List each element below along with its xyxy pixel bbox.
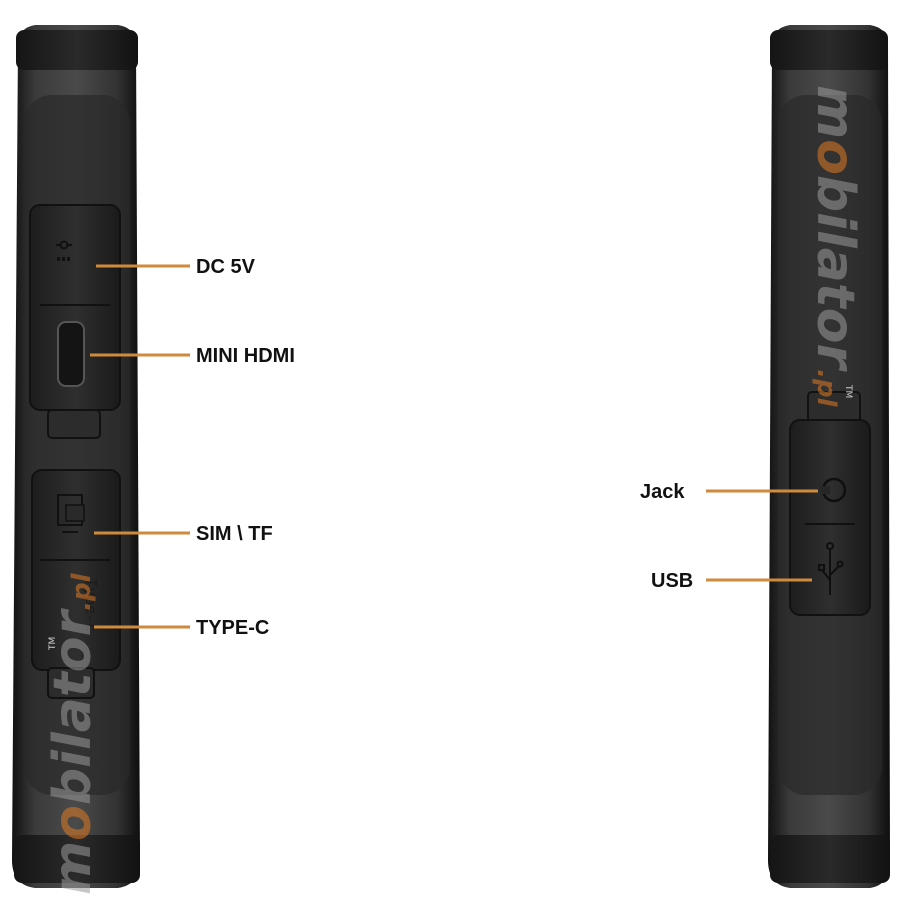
sim-card-icon [57,494,85,533]
right-top-band [770,30,888,70]
right-port-cover [789,419,871,616]
svg-text:mobilator.pl: mobilator.pl [805,85,865,408]
right-bottom-band [770,835,890,883]
label-usb: USB [651,570,693,592]
dc-port-icon [56,240,72,261]
typec-port-mark: Type-c [82,578,100,632]
mini-hdmi-port [57,321,85,387]
left-top-band [16,30,138,70]
right-device: mobilator.pl TM [768,25,890,888]
label-dc-5v: DC 5V [196,256,256,278]
left-device: Type-c mobilator.pl TM [12,25,140,895]
label-sim-tf: SIM \ TF [196,523,273,545]
headphone-jack-icon [820,477,847,503]
trademark-mark: TM [843,384,853,398]
right-callouts: Jack USB [640,481,818,592]
label-jack: Jack [640,481,685,503]
svg-text:mobilator.pl: mobilator.pl [43,572,103,895]
label-mini-hdmi: MINI HDMI [196,345,295,367]
left-lower-tab [47,667,95,699]
watermark-right: mobilator.pl [805,85,865,408]
left-callouts: DC 5V MINI HDMI SIM \ TF TYPE-C [90,256,295,639]
usb-icon [818,542,844,595]
left-upper-tab [47,409,101,439]
trademark-mark: TM [48,637,58,651]
watermark-left: mobilator.pl [43,572,103,895]
left-bottom-band [14,835,140,883]
label-type-c: TYPE-C [196,617,269,639]
